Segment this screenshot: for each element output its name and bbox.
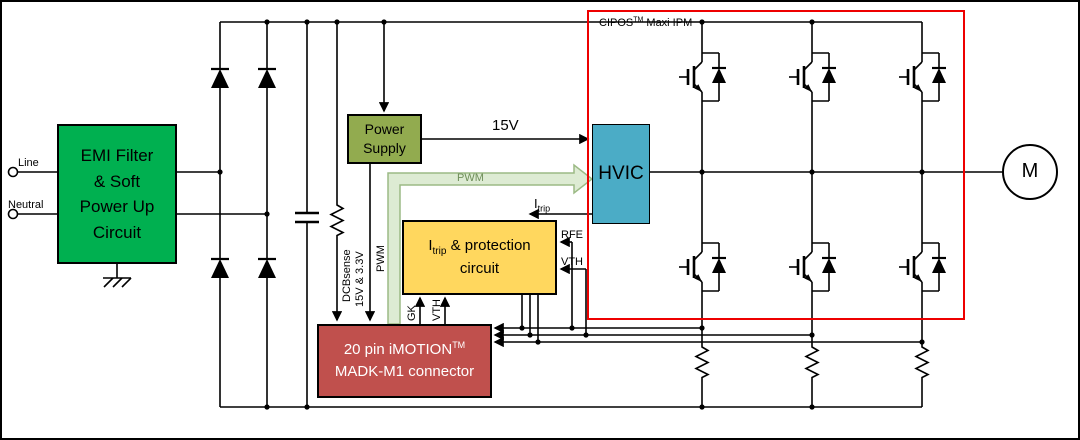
diode-icon [256, 60, 278, 98]
itrip-label: Itrip [534, 196, 551, 214]
igbt-leg-1 [677, 22, 728, 407]
cipos-ipm-label: CIPOSTM Maxi IPM [599, 16, 693, 29]
line-neutral-terminals [7, 166, 57, 220]
power-supply-block: Power Supply [347, 114, 422, 164]
shunt-resistor-icon [805, 341, 819, 383]
gk-vth-wires [414, 296, 451, 324]
motor-label: M [1021, 160, 1039, 182]
protection-circuit-block: Itrip & protection circuit [402, 220, 557, 295]
pwm-vertical-label: PWM [375, 245, 387, 272]
neutral-terminal-label: Neutral [8, 199, 44, 211]
cipos-ipm-frame: CIPOSTM Maxi IPM [587, 10, 965, 320]
pwm-arrow [387, 163, 594, 325]
shunt-resistor-icon [695, 341, 709, 383]
vth-vertical-label: VTH [431, 299, 443, 321]
madk-connector-block: 20 pin iMOTIONTM MADK-M1 connector [317, 324, 492, 398]
connector-label-line1: 20 pin iMOTIONTM [343, 340, 466, 359]
hvic-label: HVIC [598, 163, 644, 184]
ac-input-wires [177, 171, 267, 215]
junction-dots [217, 19, 925, 410]
dcbsense-branch [330, 22, 344, 322]
vth-wire [559, 263, 587, 335]
label-15v: 15V [492, 117, 519, 134]
bridge-rectifier [209, 22, 278, 407]
protection-label-line1: Itrip & protection [428, 237, 531, 257]
power-supply-label: Power Supply [363, 121, 406, 156]
pwm-arrow-label: PWM [457, 172, 484, 184]
diode-icon [209, 250, 231, 288]
resistor-icon [330, 199, 344, 241]
hvic-block: HVIC [592, 124, 650, 224]
emi-filter-block: EMI Filter & Soft Power Up Circuit [57, 124, 177, 264]
diode-icon [209, 60, 231, 98]
emi-filter-label: EMI Filter & Soft Power Up Circuit [79, 146, 155, 242]
gk-label: GK [406, 305, 418, 321]
dc-link-capacitor [295, 22, 319, 407]
motor-circle [1002, 144, 1058, 200]
line-terminal-label: Line [18, 157, 39, 169]
label-15v-3v3: 15V & 3.3V [354, 251, 366, 307]
connector-label-line2: MADK-M1 connector [334, 363, 475, 380]
vth-label: VTH [561, 256, 583, 268]
current-sense-wires [493, 295, 922, 348]
diode-icon [256, 250, 278, 288]
dcbsense-label: DCBsense [341, 249, 353, 302]
shunt-resistor-icon [915, 341, 929, 383]
protection-label-line2: circuit [459, 259, 500, 277]
rfe-wire [559, 236, 573, 328]
rfe-label: RFE [561, 229, 583, 241]
ground-symbol [102, 263, 132, 288]
